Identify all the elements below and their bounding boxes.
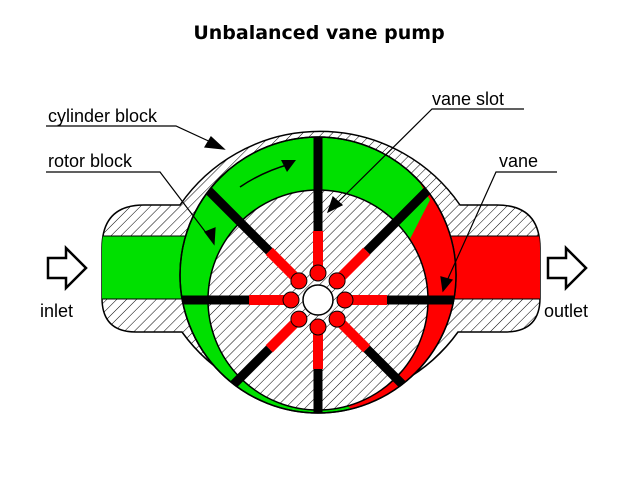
vane <box>363 345 406 388</box>
vane-slot-hole <box>328 310 346 328</box>
leader-lines <box>46 108 557 293</box>
vane-slot-hole <box>336 291 354 309</box>
vane-slot-hole <box>309 318 327 336</box>
vane <box>363 187 431 255</box>
diagram-title: Unbalanced vane pump <box>193 22 445 44</box>
rotation-arrow-icon <box>239 160 296 188</box>
vane <box>230 345 273 388</box>
inlet-arrow-icon <box>46 244 88 292</box>
cylinder-block-label: cylinder block <box>48 106 158 126</box>
vane-label: vane <box>499 151 538 171</box>
vane-slot-hole <box>282 291 300 309</box>
vane-slot-hole <box>328 272 346 290</box>
outlet-arrow-icon <box>546 244 588 292</box>
vanes <box>182 137 454 413</box>
rotor-block-label: rotor block <box>48 151 133 171</box>
outlet-label: outlet <box>544 301 588 321</box>
vane-slot-hole <box>290 272 308 290</box>
vane <box>205 187 273 255</box>
vane-slot-hole <box>290 310 308 328</box>
rotor-shaft <box>302 284 334 316</box>
inlet-label: inlet <box>40 301 73 321</box>
vane-slot-label: vane slot <box>432 89 504 109</box>
vane-slot-hole <box>309 264 327 282</box>
